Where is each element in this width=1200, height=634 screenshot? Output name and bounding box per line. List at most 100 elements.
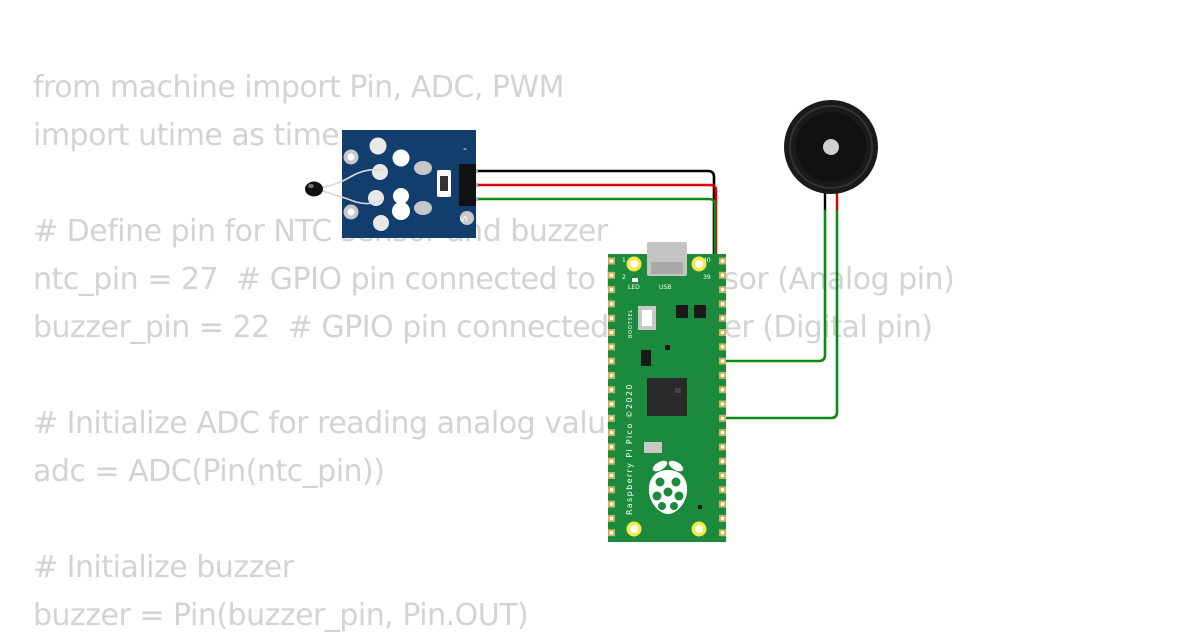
pico-pin-hole: [720, 516, 725, 521]
pin-label-40: 40: [703, 257, 711, 264]
right-pin-column: [719, 257, 726, 537]
pico-pin-hole: [609, 445, 614, 449]
pico-pin-hole: [720, 302, 725, 306]
pico-pin-hole: [720, 273, 725, 278]
pico-pin-hole: [720, 287, 725, 292]
pin-label-2: 2: [622, 274, 626, 281]
thermistor-lead: [318, 189, 383, 205]
code-line: ntc_pin = 27 # GPIO pin connected to NTC…: [33, 262, 955, 297]
smd-component: [698, 505, 702, 509]
pico-pin-hole: [720, 259, 725, 263]
thermistor-lead: [318, 168, 384, 189]
pico-pin-hole: [609, 316, 614, 321]
pico-pin-hole: [720, 430, 725, 435]
chip-detail: [675, 388, 681, 393]
sensor-pcb: [342, 130, 476, 238]
wire-buzzer-gnd[interactable]: [722, 210, 827, 363]
header-pin: [476, 183, 478, 187]
pico-pin-hole: [609, 402, 614, 406]
wire-green[interactable]: [476, 197, 717, 262]
sensor-pad: [392, 149, 410, 167]
mounting-hole-center: [630, 260, 638, 268]
pico-pin-hole: [720, 530, 725, 535]
code-line: buzzer = Pin(buzzer_pin, Pin.OUT): [33, 598, 529, 633]
pico-pin-hole: [609, 430, 614, 435]
smd-component: [641, 350, 651, 366]
rp2040-chip: [647, 378, 687, 416]
sensor-pad: [393, 188, 409, 204]
thermistor-highlight: [308, 184, 314, 188]
sensor-pad: [368, 190, 384, 206]
code-line: # Define pin for NTC sensor and buzzer: [33, 214, 608, 249]
smd-component: [665, 345, 670, 350]
pico-pin-hole: [720, 373, 725, 378]
piezo-buzzer[interactable]: [784, 100, 878, 194]
wire-buzzer-signal[interactable]: [722, 210, 839, 420]
pico-pin-hole: [609, 259, 614, 263]
buzzer-center: [823, 139, 839, 155]
flash-chip: [644, 442, 662, 453]
sensor-pad-hole: [347, 153, 355, 161]
resistor-body: [440, 176, 448, 191]
pico-pin-hole: [720, 316, 725, 321]
code-line: from machine import Pin, ADC, PWM: [33, 70, 565, 105]
pin-label-signal: S: [459, 216, 470, 222]
pico-pin-hole: [609, 302, 614, 306]
raspberry-pi-pico[interactable]: 1 2 40 39 USB LED BOOTSEL Raspberry Pi P…: [608, 242, 726, 542]
regulator: [694, 305, 706, 318]
sensor-pad-oval: [414, 161, 432, 175]
pin-label-39: 39: [703, 274, 711, 281]
left-pin-column: [608, 257, 615, 537]
pico-pin-hole: [609, 502, 614, 506]
sensor-wires[interactable]: [476, 169, 718, 262]
pico-pin-hole: [609, 473, 614, 478]
sensor-pad: [372, 164, 388, 180]
pico-pin-hole: [609, 459, 614, 464]
pico-pin-hole: [720, 345, 725, 349]
pin-header: [459, 164, 476, 206]
bootsel-label: BOOTSEL: [628, 309, 634, 338]
pico-pin-hole: [609, 530, 614, 535]
pico-pin-hole: [720, 387, 725, 392]
buzzer-rim: [789, 105, 873, 189]
board-label: Raspberry Pi Pico ©2020: [625, 383, 634, 515]
pico-pin-hole: [609, 416, 614, 421]
pico-pin-hole: [720, 502, 725, 506]
pico-pin-hole: [609, 373, 614, 378]
sensor-pad: [373, 215, 389, 231]
pin-label-1: 1: [622, 257, 626, 264]
pico-pin-hole: [720, 359, 725, 363]
sensor-pad: [369, 137, 387, 155]
bootsel-button-cap: [642, 310, 652, 326]
pico-pin-hole: [720, 473, 725, 478]
code-line: import utime as time: [33, 118, 340, 153]
pico-pin-hole: [609, 273, 614, 278]
usb-label: USB: [659, 284, 671, 291]
pico-pin-hole: [609, 488, 614, 492]
pico-pin-hole: [720, 459, 725, 464]
usb-connector-front: [651, 262, 683, 274]
buzzer-wires[interactable]: [722, 193, 839, 420]
pico-pin-hole: [720, 402, 725, 406]
pico-pin-hole: [609, 330, 614, 335]
wire-red[interactable]: [476, 183, 718, 262]
pico-pin-hole: [720, 330, 725, 335]
pico-pin-hole: [720, 488, 725, 492]
thermistor-bead: [305, 181, 323, 197]
pin-label-minus: -: [463, 142, 467, 155]
led-indicator: [632, 278, 638, 282]
header-pin: [476, 169, 478, 173]
ntc-sensor-module[interactable]: - S: [305, 130, 478, 238]
pico-pin-hole: [609, 359, 614, 363]
sensor-pad: [392, 202, 410, 220]
mounting-hole-center: [630, 525, 638, 533]
sensor-pad: [460, 211, 474, 225]
wire-black[interactable]: [476, 169, 716, 262]
pico-pin-hole: [609, 516, 614, 521]
mounting-hole-center: [695, 260, 703, 268]
pico-pin-hole: [609, 345, 614, 349]
sensor-pad-hole: [347, 208, 355, 216]
code-line: buzzer_pin = 22 # GPIO pin connected to …: [33, 310, 933, 345]
pico-pin-hole: [720, 445, 725, 449]
